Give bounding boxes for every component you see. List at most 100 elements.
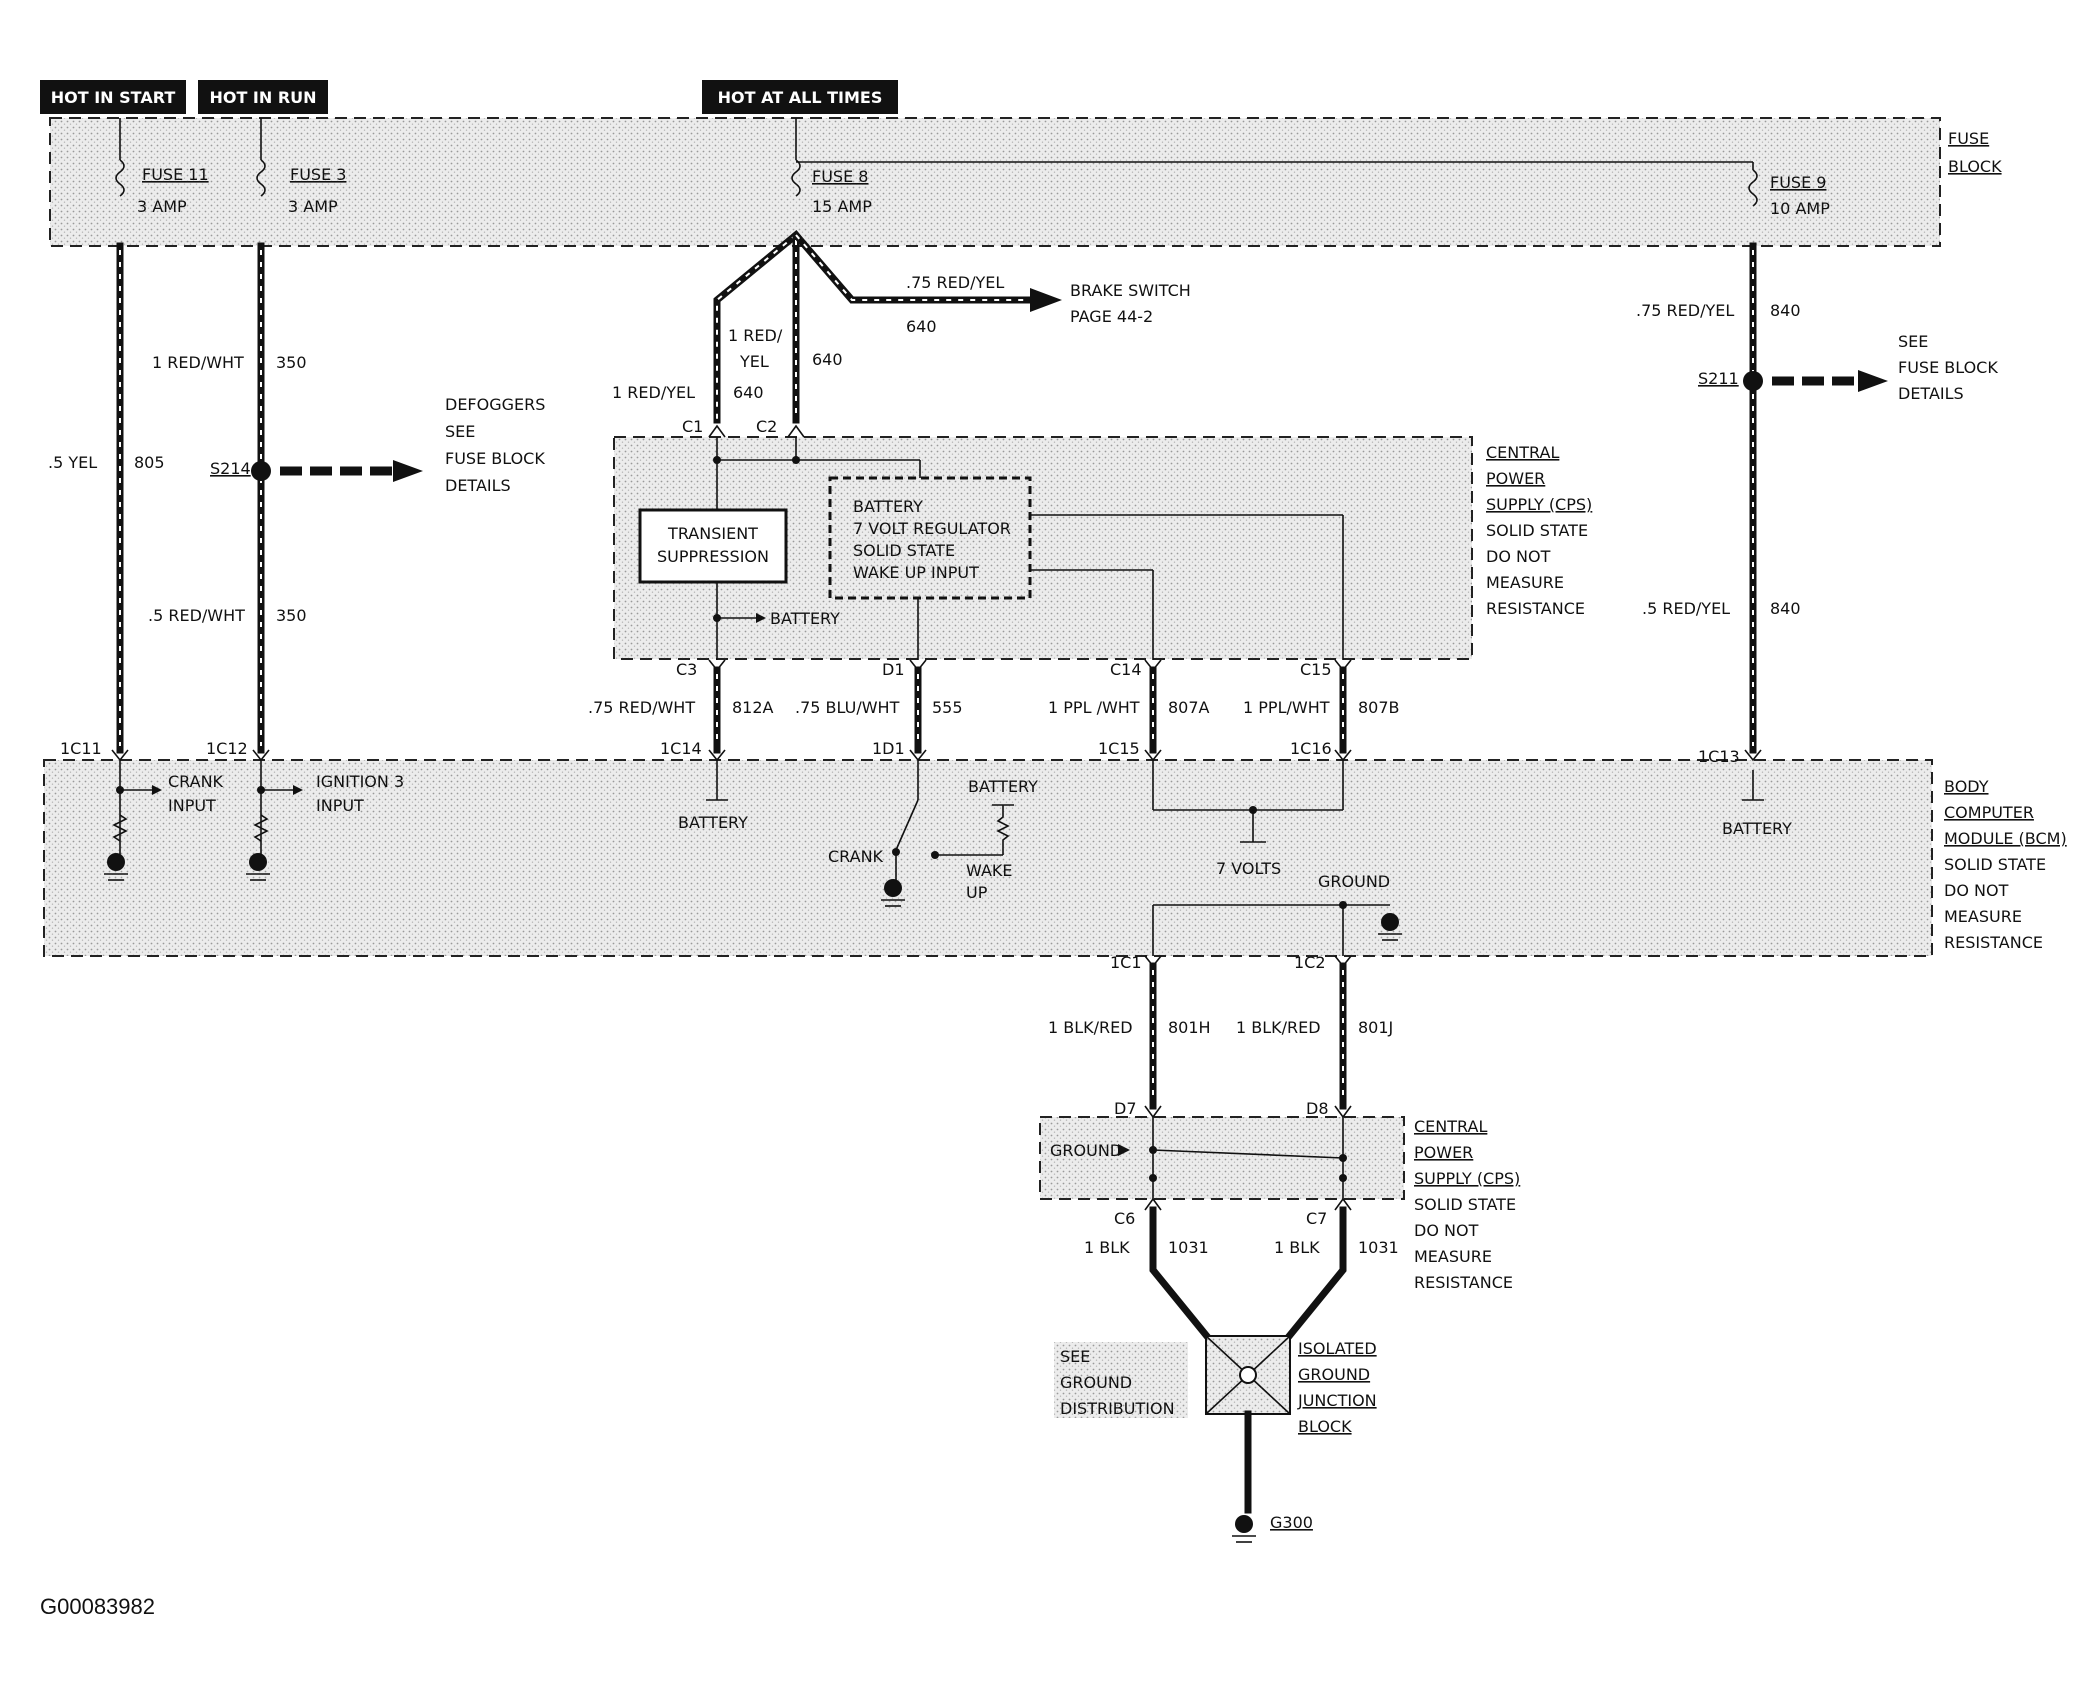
svg-text:FUSE 9: FUSE 9: [1770, 173, 1826, 192]
svg-text:RESISTANCE: RESISTANCE: [1486, 599, 1585, 618]
svg-text:1C16: 1C16: [1290, 739, 1332, 758]
svg-text:840: 840: [1770, 599, 1801, 618]
svg-text:15 AMP: 15 AMP: [812, 197, 872, 216]
splice-s214: S214: [210, 459, 423, 482]
svg-text:1 RED/YEL: 1 RED/YEL: [612, 383, 695, 402]
svg-text:CENTRAL: CENTRAL: [1414, 1117, 1487, 1136]
svg-text:CENTRAL: CENTRAL: [1486, 443, 1559, 462]
svg-text:840: 840: [1770, 301, 1801, 320]
svg-text:555: 555: [932, 698, 963, 717]
svg-text:CRANK: CRANK: [828, 847, 884, 866]
defoggers-reference: DEFOGGERS SEE FUSE BLOCK DETAILS: [445, 395, 545, 495]
bcm-battery-c13: BATTERY: [1722, 770, 1792, 838]
svg-text:.5 RED/YEL: .5 RED/YEL: [1642, 599, 1730, 618]
svg-text:.75 RED/WHT: .75 RED/WHT: [588, 698, 695, 717]
svg-text:1031: 1031: [1358, 1238, 1399, 1257]
svg-text:.75 BLU/WHT: .75 BLU/WHT: [795, 698, 900, 717]
svg-text:MODULE (BCM): MODULE (BCM): [1944, 829, 2067, 848]
svg-text:C1: C1: [682, 417, 703, 436]
bcm-box: [43, 759, 1933, 957]
svg-text:SUPPLY (CPS): SUPPLY (CPS): [1486, 495, 1592, 514]
svg-text:DO NOT: DO NOT: [1486, 547, 1551, 566]
svg-text:BRAKE SWITCH: BRAKE SWITCH: [1070, 281, 1191, 300]
fuse-block-label-1: FUSE: [1948, 129, 1989, 148]
svg-text:3 AMP: 3 AMP: [137, 197, 187, 216]
bcm-ignition-input: IGNITION 3 INPUT: [246, 760, 404, 881]
svg-text:HOT IN RUN: HOT IN RUN: [209, 88, 316, 107]
ground-g300: G300: [1232, 1410, 1313, 1543]
hot-in-start-tag: HOT IN START: [40, 80, 186, 114]
svg-text:1 BLK: 1 BLK: [1274, 1238, 1320, 1257]
svg-text:BATTERY: BATTERY: [1722, 819, 1792, 838]
svg-text:SOLID STATE: SOLID STATE: [1944, 855, 2046, 874]
bcm-crank-input: CRANK INPUT: [104, 760, 224, 881]
svg-text:FUSE BLOCK: FUSE BLOCK: [1898, 358, 1998, 377]
svg-text:S211: S211: [1698, 369, 1739, 388]
svg-text:1C15: 1C15: [1098, 739, 1140, 758]
cps-upper-connector-c2: C2: [756, 417, 805, 438]
wire-1031-right: 1 BLK 1031: [1274, 1206, 1399, 1345]
svg-text:WAKE UP INPUT: WAKE UP INPUT: [853, 563, 979, 582]
cps-upper-internal-wiring: [713, 437, 1344, 660]
svg-text:1C11: 1C11: [60, 739, 102, 758]
wire-805: .5 YEL 805: [48, 242, 165, 754]
svg-text:D8: D8: [1306, 1099, 1329, 1118]
svg-text:BATTERY: BATTERY: [678, 813, 748, 832]
svg-text:D1: D1: [882, 660, 905, 679]
svg-text:TRANSIENT: TRANSIENT: [667, 524, 758, 543]
svg-text:SOLID STATE: SOLID STATE: [853, 541, 955, 560]
svg-text:SOLID STATE: SOLID STATE: [1486, 521, 1588, 540]
fuse-block-label-2: BLOCK: [1948, 157, 2002, 176]
cps-upper-title: CENTRAL POWER SUPPLY (CPS) SOLID STATE D…: [1486, 443, 1592, 618]
svg-text:MEASURE: MEASURE: [1944, 907, 2022, 926]
svg-text:FUSE BLOCK: FUSE BLOCK: [445, 449, 545, 468]
svg-text:HOT IN START: HOT IN START: [51, 88, 176, 107]
svg-text:G300: G300: [1270, 1513, 1313, 1532]
svg-text:SEE: SEE: [1898, 332, 1928, 351]
svg-text:CRANK: CRANK: [168, 772, 224, 791]
svg-text:GROUND: GROUND: [1298, 1365, 1370, 1384]
svg-text:SEE: SEE: [445, 422, 475, 441]
wire-807a: 1 PPL /WHT 807A: [1048, 666, 1210, 754]
svg-text:10 AMP: 10 AMP: [1770, 199, 1830, 218]
svg-text:RESISTANCE: RESISTANCE: [1944, 933, 2043, 952]
wire-1031-left: 1 BLK 1031: [1084, 1206, 1215, 1345]
svg-text:801H: 801H: [1168, 1018, 1211, 1037]
svg-text:FUSE 3: FUSE 3: [290, 165, 346, 184]
wire-801j: 1 BLK/RED 801J: [1236, 962, 1393, 1110]
svg-text:807A: 807A: [1168, 698, 1210, 717]
splice-s211: S211: [1698, 369, 1888, 392]
svg-text:INPUT: INPUT: [316, 796, 364, 815]
svg-text:MEASURE: MEASURE: [1414, 1247, 1492, 1266]
fuse-block-details-reference: SEE FUSE BLOCK DETAILS: [1898, 332, 1998, 403]
fuse-3: FUSE 3 3 AMP: [256, 118, 346, 216]
ground-distribution-reference: SEE GROUND DISTRIBUTION: [1054, 1342, 1188, 1418]
voltage-regulator-box: [828, 476, 1032, 600]
svg-text:SUPPRESSION: SUPPRESSION: [657, 547, 769, 566]
svg-text:WAKE: WAKE: [966, 861, 1013, 880]
svg-text:C15: C15: [1300, 660, 1332, 679]
svg-text:7 VOLT REGULATOR: 7 VOLT REGULATOR: [853, 519, 1011, 538]
wire-640-center: 1 RED/ YEL 640: [728, 236, 843, 424]
bcm-connectors: 1C11 1C12 1C14 1D1 1C15 1C16 1C13: [60, 739, 1762, 766]
svg-text:DETAILS: DETAILS: [445, 476, 511, 495]
fuse-block-box: [49, 117, 1941, 247]
svg-text:FUSE 8: FUSE 8: [812, 167, 868, 186]
wire-801h: 1 BLK/RED 801H: [1048, 962, 1211, 1110]
bcm-battery-c14: BATTERY: [678, 760, 748, 832]
hot-in-run-tag: HOT IN RUN: [198, 80, 328, 114]
svg-text:RESISTANCE: RESISTANCE: [1414, 1273, 1513, 1292]
svg-text:805: 805: [134, 453, 165, 472]
svg-text:1 RED/: 1 RED/: [728, 326, 783, 345]
figure-id: G00083982: [40, 1594, 155, 1619]
svg-text:GROUND: GROUND: [1318, 872, 1390, 891]
wire-807b: 1 PPL/WHT 807B: [1243, 666, 1400, 754]
svg-text:POWER: POWER: [1414, 1143, 1473, 1162]
svg-text:3 AMP: 3 AMP: [288, 197, 338, 216]
svg-text:C7: C7: [1306, 1209, 1327, 1228]
svg-text:1 BLK: 1 BLK: [1084, 1238, 1130, 1257]
svg-text:INPUT: INPUT: [168, 796, 216, 815]
wire-812a: .75 RED/WHT 812A: [588, 666, 774, 754]
bcm-crank-wake-circuit: BATTERY CRANK WAKE UP: [828, 760, 1038, 907]
